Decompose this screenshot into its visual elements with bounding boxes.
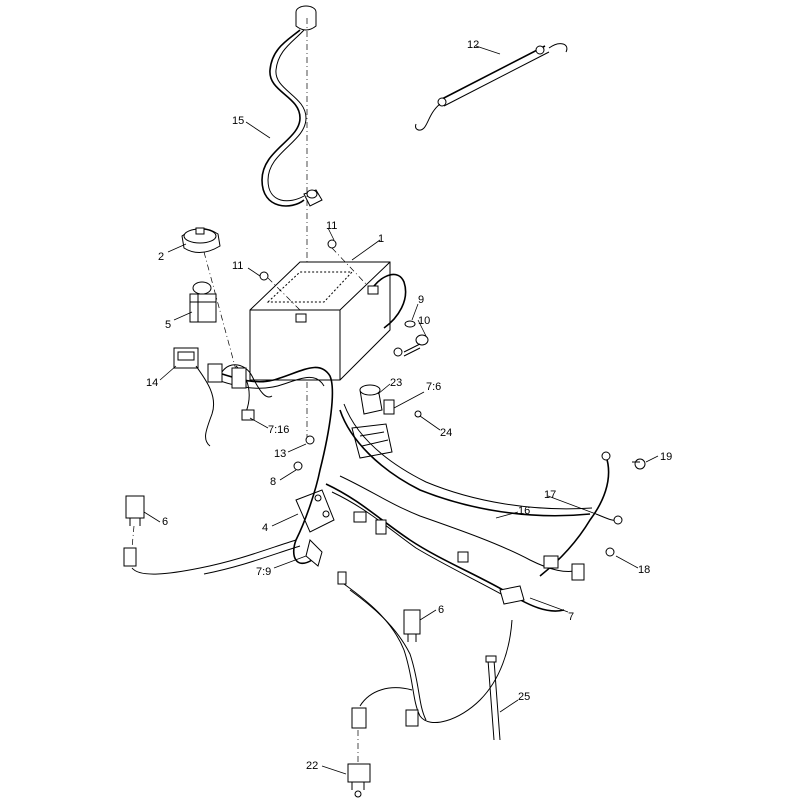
interlock-switch-lower[interactable] (403, 609, 421, 642)
connector-7-6[interactable] (383, 399, 395, 415)
callout-2[interactable]: 2 (158, 251, 164, 263)
callout-25[interactable]: 25 (518, 691, 530, 703)
callout-12[interactable]: 12 (467, 39, 479, 51)
cable-tie-part[interactable] (485, 655, 501, 741)
key-switch-part[interactable] (181, 227, 237, 371)
callout-9[interactable]: 9 (418, 294, 424, 306)
callout-24[interactable]: 24 (440, 427, 452, 439)
leader-lines (143, 45, 659, 775)
callout-22[interactable]: 22 (306, 760, 318, 772)
callout-6-upper[interactable]: 6 (162, 516, 168, 528)
battery-cable-part[interactable] (261, 5, 323, 207)
harness-hub[interactable] (351, 423, 393, 459)
callout-18[interactable]: 18 (638, 564, 650, 576)
callout-13[interactable]: 13 (274, 448, 286, 460)
hour-meter-part[interactable] (173, 347, 214, 447)
callout-19[interactable]: 19 (660, 451, 672, 463)
callout-7[interactable]: 7 (568, 611, 574, 623)
callout-17[interactable]: 17 (544, 489, 556, 501)
battery-part[interactable] (249, 261, 407, 381)
callout-23[interactable]: 23 (390, 377, 402, 389)
callout-10[interactable]: 10 (418, 315, 430, 327)
interlock-switch-upper[interactable] (125, 495, 145, 549)
callout-7-16[interactable]: 7:16 (268, 424, 289, 436)
callout-11-left[interactable]: 11 (232, 260, 243, 272)
callout-7-6[interactable]: 7:6 (426, 381, 441, 393)
callout-5[interactable]: 5 (165, 319, 171, 331)
callout-labels: 1 2 4 5 6 6 7 7:6 7:9 7:16 8 9 10 11 11 … (146, 39, 672, 772)
callout-4[interactable]: 4 (262, 522, 268, 534)
callout-11-top[interactable]: 11 (326, 220, 337, 232)
hardware-parts (259, 239, 646, 557)
callout-8[interactable]: 8 (270, 476, 276, 488)
callout-7-9[interactable]: 7:9 (256, 566, 271, 578)
relay-part[interactable] (359, 384, 383, 415)
callout-14[interactable]: 14 (146, 377, 158, 389)
callout-16[interactable]: 16 (518, 505, 530, 517)
callout-6-lower[interactable]: 6 (438, 604, 444, 616)
strap-part[interactable] (415, 43, 568, 131)
callout-15[interactable]: 15 (232, 115, 244, 127)
pto-switch-part[interactable] (189, 281, 217, 323)
seat-switch-part[interactable] (347, 730, 371, 798)
callout-1[interactable]: 1 (378, 233, 384, 245)
main-wire-harness[interactable] (123, 363, 623, 729)
